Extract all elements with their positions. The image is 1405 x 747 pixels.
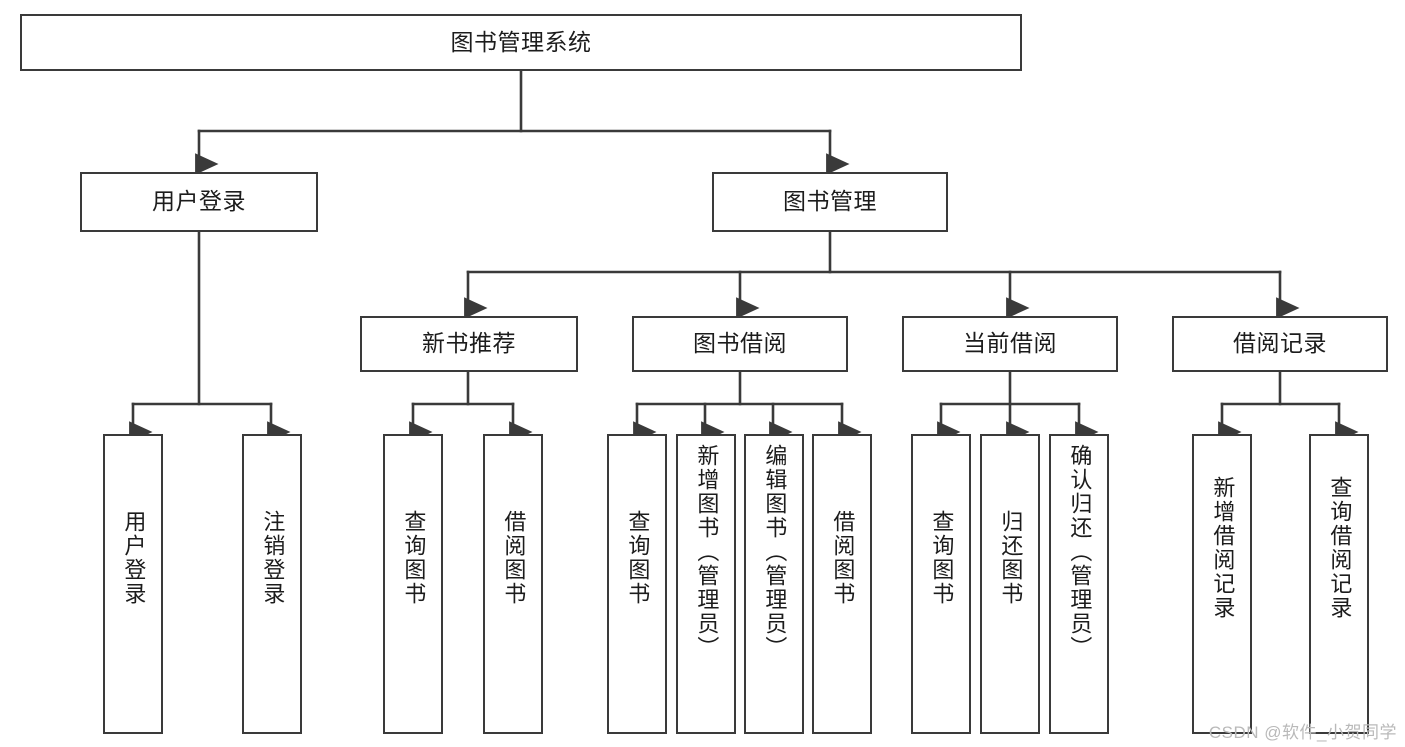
node-leaf-query-book-2-label: 查询图书 xyxy=(625,510,651,606)
node-current[interactable]: 当前借阅 xyxy=(902,316,1118,372)
node-leaf-edit-book[interactable]: 编辑图书（管理员） xyxy=(744,434,804,734)
node-borrow-label: 图书借阅 xyxy=(693,330,787,357)
node-leaf-logout[interactable]: 注销登录 xyxy=(242,434,302,734)
node-leaf-return-book[interactable]: 归还图书 xyxy=(980,434,1040,734)
node-leaf-user-login-label: 用户登录 xyxy=(121,510,147,606)
connector-group-root xyxy=(195,69,850,175)
node-leaf-query-book-3[interactable]: 查询图书 xyxy=(911,434,971,734)
node-leaf-borrow-book-2-label: 借阅图书 xyxy=(830,510,856,606)
node-current-label: 当前借阅 xyxy=(963,330,1057,357)
node-root-label: 图书管理系统 xyxy=(450,28,592,55)
node-leaf-query-record-label: 查询借阅记录 xyxy=(1327,476,1353,620)
node-login-label: 用户登录 xyxy=(152,188,246,215)
connector-group-bookmgmt xyxy=(464,230,1300,319)
node-bookmgmt-label: 图书管理 xyxy=(783,188,877,215)
node-record-label: 借阅记录 xyxy=(1233,330,1327,357)
node-leaf-borrow-book-2[interactable]: 借阅图书 xyxy=(812,434,872,734)
node-record[interactable]: 借阅记录 xyxy=(1172,316,1388,372)
node-leaf-query-book-2[interactable]: 查询图书 xyxy=(607,434,667,734)
node-leaf-logout-label: 注销登录 xyxy=(260,510,286,606)
node-newbook[interactable]: 新书推荐 xyxy=(360,316,578,372)
node-leaf-query-book-3-label: 查询图书 xyxy=(929,510,955,606)
node-leaf-return-book-label: 归还图书 xyxy=(998,510,1024,606)
node-newbook-label: 新书推荐 xyxy=(422,330,516,357)
connector-group-borrow xyxy=(633,370,862,443)
connector-group-newbook xyxy=(409,370,533,443)
node-login[interactable]: 用户登录 xyxy=(80,172,318,232)
node-leaf-query-book-1-label: 查询图书 xyxy=(401,510,427,606)
node-borrow[interactable]: 图书借阅 xyxy=(632,316,848,372)
csdn-watermark: CSDN @软件_小贺同学 xyxy=(1208,723,1397,742)
connector-group-current xyxy=(937,370,1099,443)
node-leaf-add-record[interactable]: 新增借阅记录 xyxy=(1192,434,1252,734)
node-leaf-edit-book-label: 编辑图书（管理员） xyxy=(762,444,788,660)
node-leaf-user-login[interactable]: 用户登录 xyxy=(103,434,163,734)
node-leaf-query-record[interactable]: 查询借阅记录 xyxy=(1309,434,1369,734)
node-leaf-borrow-book-1-label: 借阅图书 xyxy=(501,510,527,606)
connector-group-login xyxy=(129,230,291,443)
connector-group-record xyxy=(1218,370,1359,443)
node-root[interactable]: 图书管理系统 xyxy=(20,14,1022,71)
node-leaf-borrow-book-1[interactable]: 借阅图书 xyxy=(483,434,543,734)
node-leaf-add-book-label: 新增图书（管理员） xyxy=(694,444,720,660)
node-leaf-add-record-label: 新增借阅记录 xyxy=(1210,476,1236,620)
node-leaf-add-book[interactable]: 新增图书（管理员） xyxy=(676,434,736,734)
node-leaf-query-book-1[interactable]: 查询图书 xyxy=(383,434,443,734)
node-leaf-confirm-return-label: 确认归还（管理员） xyxy=(1067,444,1093,660)
node-bookmgmt[interactable]: 图书管理 xyxy=(712,172,948,232)
node-leaf-confirm-return[interactable]: 确认归还（管理员） xyxy=(1049,434,1109,734)
